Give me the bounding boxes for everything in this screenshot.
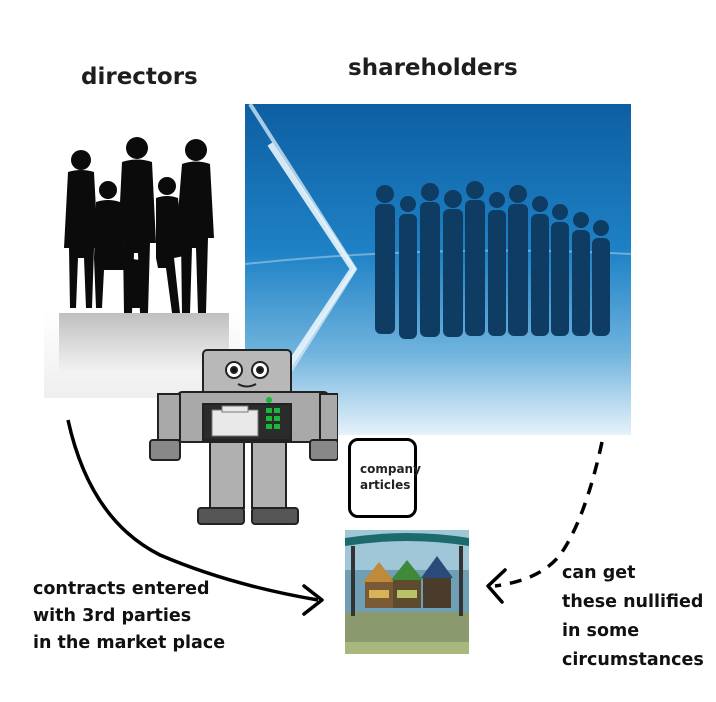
company-articles-label: company articles	[360, 461, 421, 493]
contracts-line: in the market place	[33, 633, 226, 653]
robot-company-icon	[149, 349, 339, 525]
articles-line: articles	[360, 478, 411, 492]
nullified-line: these nullified	[562, 592, 704, 612]
directors-to-market-arrow	[66, 419, 319, 602]
shareholders-title: shareholders	[348, 55, 518, 81]
market-place-image	[345, 530, 469, 654]
nullified-line: in some	[562, 621, 640, 641]
directors-title: directors	[81, 64, 198, 90]
contracts-line: contracts entered	[33, 579, 210, 599]
nullified-caption: can get these nullified in some circumst…	[562, 559, 704, 675]
contracts-line: with 3rd parties	[33, 606, 192, 626]
shareholders-image	[245, 104, 631, 435]
articles-line: company	[360, 462, 421, 476]
nullified-line: can get	[562, 563, 636, 583]
crowd-silhouette-icon	[245, 104, 631, 435]
company-articles-box: company articles	[348, 438, 421, 518]
nullified-line: circumstances	[562, 650, 704, 670]
market-stalls-icon	[345, 530, 469, 654]
arrowhead-icon	[486, 568, 507, 604]
business-people-silhouette-icon	[59, 137, 229, 373]
contracts-caption: contracts entered with 3rd parties in th…	[33, 576, 225, 657]
robot-image	[148, 348, 339, 528]
arrowhead-icon	[302, 584, 324, 616]
